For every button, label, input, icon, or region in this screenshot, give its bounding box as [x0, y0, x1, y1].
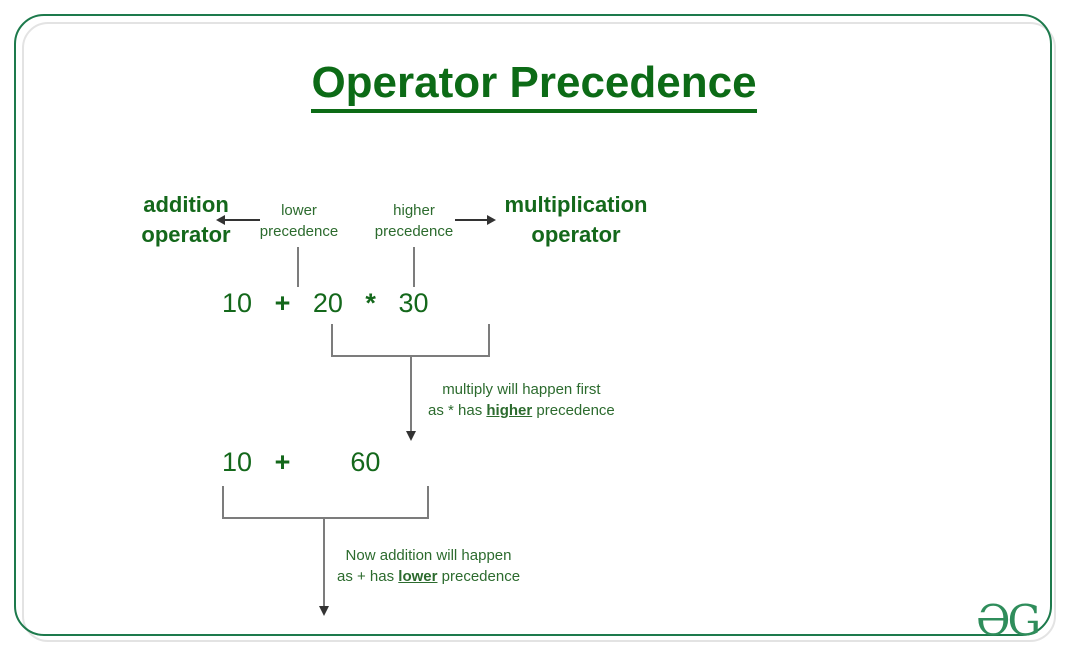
lower-precedence-line2: precedence: [259, 223, 339, 240]
page-title: Operator Precedence: [0, 58, 1068, 113]
expr2-operand-b: 60: [350, 447, 381, 477]
multiply-note-line1: multiply will happen first: [442, 381, 601, 398]
multiply-note: multiply will happen first as * has high…: [428, 379, 615, 422]
addition-operator-line2: operator: [141, 222, 231, 248]
expression-row-2: 10 + 60: [222, 447, 380, 478]
addition-note-line1: Now addition will happen: [345, 547, 512, 564]
multiply-note-line2: as * has higher precedence: [428, 400, 615, 421]
expr2-operator-plus: +: [274, 447, 291, 477]
expression-row-1: 10 + 20 * 30: [222, 288, 429, 319]
page-title-text: Operator Precedence: [311, 58, 757, 113]
lower-precedence-line1: lower: [281, 202, 317, 219]
stem-lower-to-plus: [297, 247, 299, 287]
addition-note-line2: as + has lower precedence: [337, 566, 520, 587]
bracket2-left-leg: [222, 486, 224, 519]
multiplication-operator-label: multiplication operator: [478, 190, 674, 251]
higher-precedence-line1: higher: [393, 202, 435, 219]
bracket1-left-leg: [331, 324, 333, 357]
bracket1-down-stem: [410, 355, 412, 431]
addition-note-line2-post: precedence: [437, 568, 521, 586]
expr1-operand-b: 20: [312, 288, 343, 318]
inner-frame-border: [22, 22, 1056, 642]
multiply-note-emphasis: higher: [486, 402, 533, 420]
higher-precedence-label: higher precedence: [353, 200, 475, 242]
expr2-operand-a: 10: [222, 447, 253, 477]
outer-frame-border: [14, 14, 1052, 636]
arrow-left-head-icon: [216, 215, 225, 225]
multiplication-operator-line2: operator: [531, 222, 621, 248]
expr1-operand-a: 10: [222, 288, 253, 318]
multiply-note-line2-post: precedence: [532, 402, 615, 420]
addition-note: Now addition will happen as + has lower …: [337, 545, 520, 588]
higher-precedence-line2: precedence: [374, 223, 454, 240]
arrow-right-head-icon: [487, 215, 496, 225]
expr1-operator-star: *: [365, 288, 376, 318]
arrow-right-icon: [455, 219, 487, 221]
bracket1-right-leg: [488, 324, 490, 357]
bracket2-down-stem: [323, 517, 325, 606]
lower-precedence-label: lower precedence: [238, 200, 360, 242]
addition-note-emphasis: lower: [398, 568, 438, 586]
arrow-down-icon-addition: [319, 606, 329, 616]
bracket2-right-leg: [427, 486, 429, 519]
addition-operator-line1: addition: [143, 192, 229, 217]
addition-note-line2-pre: as + has: [337, 568, 399, 586]
addition-operator-label: addition operator: [78, 190, 294, 251]
expr1-operand-c: 30: [398, 288, 429, 318]
arrow-down-icon-multiply: [406, 431, 416, 441]
expr1-operator-plus: +: [274, 288, 291, 318]
stem-higher-to-star: [413, 247, 415, 287]
multiplication-operator-line1: multiplication: [504, 192, 648, 217]
bracket2-bar: [222, 517, 429, 519]
arrow-left-icon: [225, 219, 260, 221]
geeksforgeeks-logo-icon: ƏG: [976, 596, 1041, 645]
multiply-note-line2-pre: as * has: [428, 402, 487, 420]
